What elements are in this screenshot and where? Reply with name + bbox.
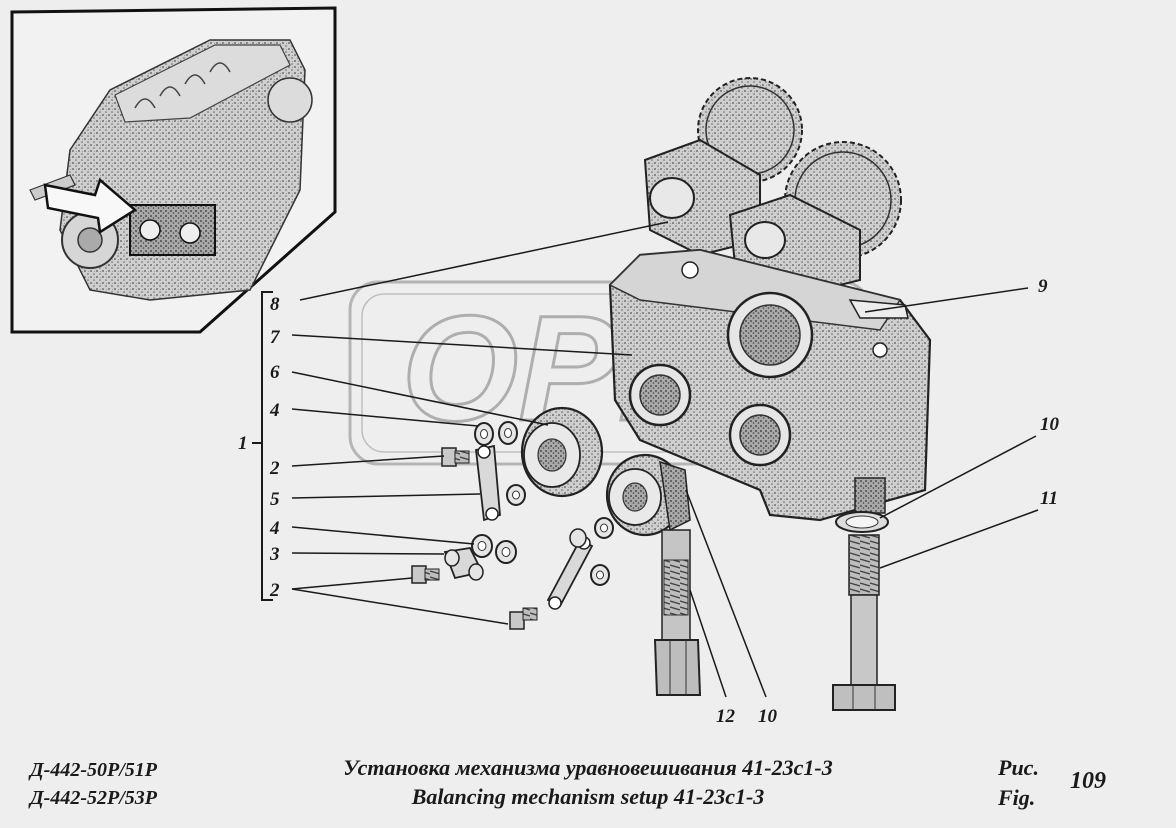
callout-9: 9	[1038, 276, 1048, 297]
callout-2-lower: 2	[269, 580, 280, 601]
bolt-lower-a	[411, 565, 440, 584]
callout-2-upper: 2	[269, 458, 280, 479]
callout-labels: 8 7 6 4 1 2 5 4 3 2 9 10 11 12 10	[238, 276, 1060, 727]
bolt-lower-b	[509, 607, 538, 630]
bearing-lower	[605, 453, 691, 537]
fig-label-ru: Рис.	[998, 755, 1039, 780]
engine-drawing	[29, 39, 313, 301]
callout-4-lower: 4	[269, 518, 280, 539]
small-parts	[411, 421, 614, 630]
caption-title-en: Balancing mechanism setup 41-23c1-3	[411, 784, 765, 809]
callout-5: 5	[270, 489, 280, 510]
callout-10-bottom: 10	[758, 706, 778, 727]
leader-lines	[291, 221, 1039, 698]
seal-ring-right	[835, 511, 889, 533]
callout-3: 3	[269, 544, 280, 565]
model-line-2: Д-442-52Р/53Р	[30, 787, 157, 809]
callout-11: 11	[1040, 488, 1058, 509]
caption-title-ru: Установка механизма уравновешивания 41-2…	[343, 755, 833, 780]
callout-6: 6	[270, 362, 280, 383]
fig-number: 109	[1070, 768, 1106, 794]
callout-7: 7	[270, 327, 281, 348]
callout-12: 12	[716, 706, 736, 727]
callout-4-upper: 4	[269, 400, 280, 421]
model-line-1: Д-442-50Р/51Р	[30, 759, 157, 781]
bolt-upper	[441, 447, 470, 467]
long-bolt-left	[653, 529, 702, 696]
balancer-housing	[608, 248, 932, 522]
bearing-upper	[520, 406, 604, 498]
callout-10-right: 10	[1040, 414, 1060, 435]
fig-label-en: Fig.	[998, 785, 1036, 810]
balancer-gears	[643, 77, 902, 297]
group-bracket	[252, 291, 273, 601]
engine-inset	[10, 6, 337, 334]
long-bolt-right	[832, 534, 896, 711]
callout-1: 1	[238, 433, 248, 454]
location-arrow-icon	[43, 177, 138, 235]
callout-8: 8	[270, 294, 280, 315]
